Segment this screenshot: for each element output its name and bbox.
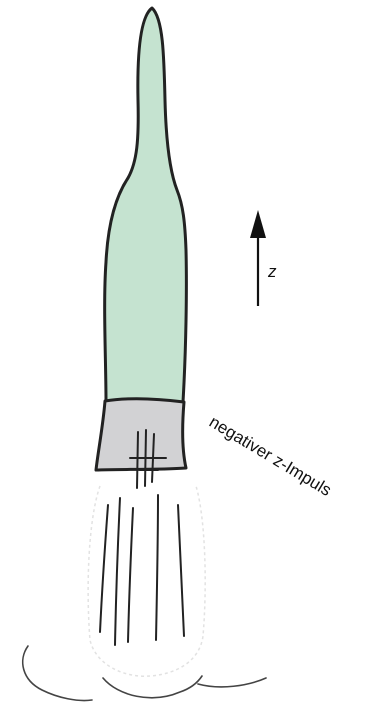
negative-z-impulse-label: negativer z-Impuls xyxy=(206,412,335,500)
z-axis-arrow xyxy=(250,210,266,306)
ground-scribbles xyxy=(23,646,266,701)
brush-ferrule xyxy=(96,399,186,470)
exhaust-outline xyxy=(88,486,205,676)
brush-bristles xyxy=(100,495,184,645)
z-axis-label: z xyxy=(267,262,277,281)
brush-handle xyxy=(105,8,187,402)
